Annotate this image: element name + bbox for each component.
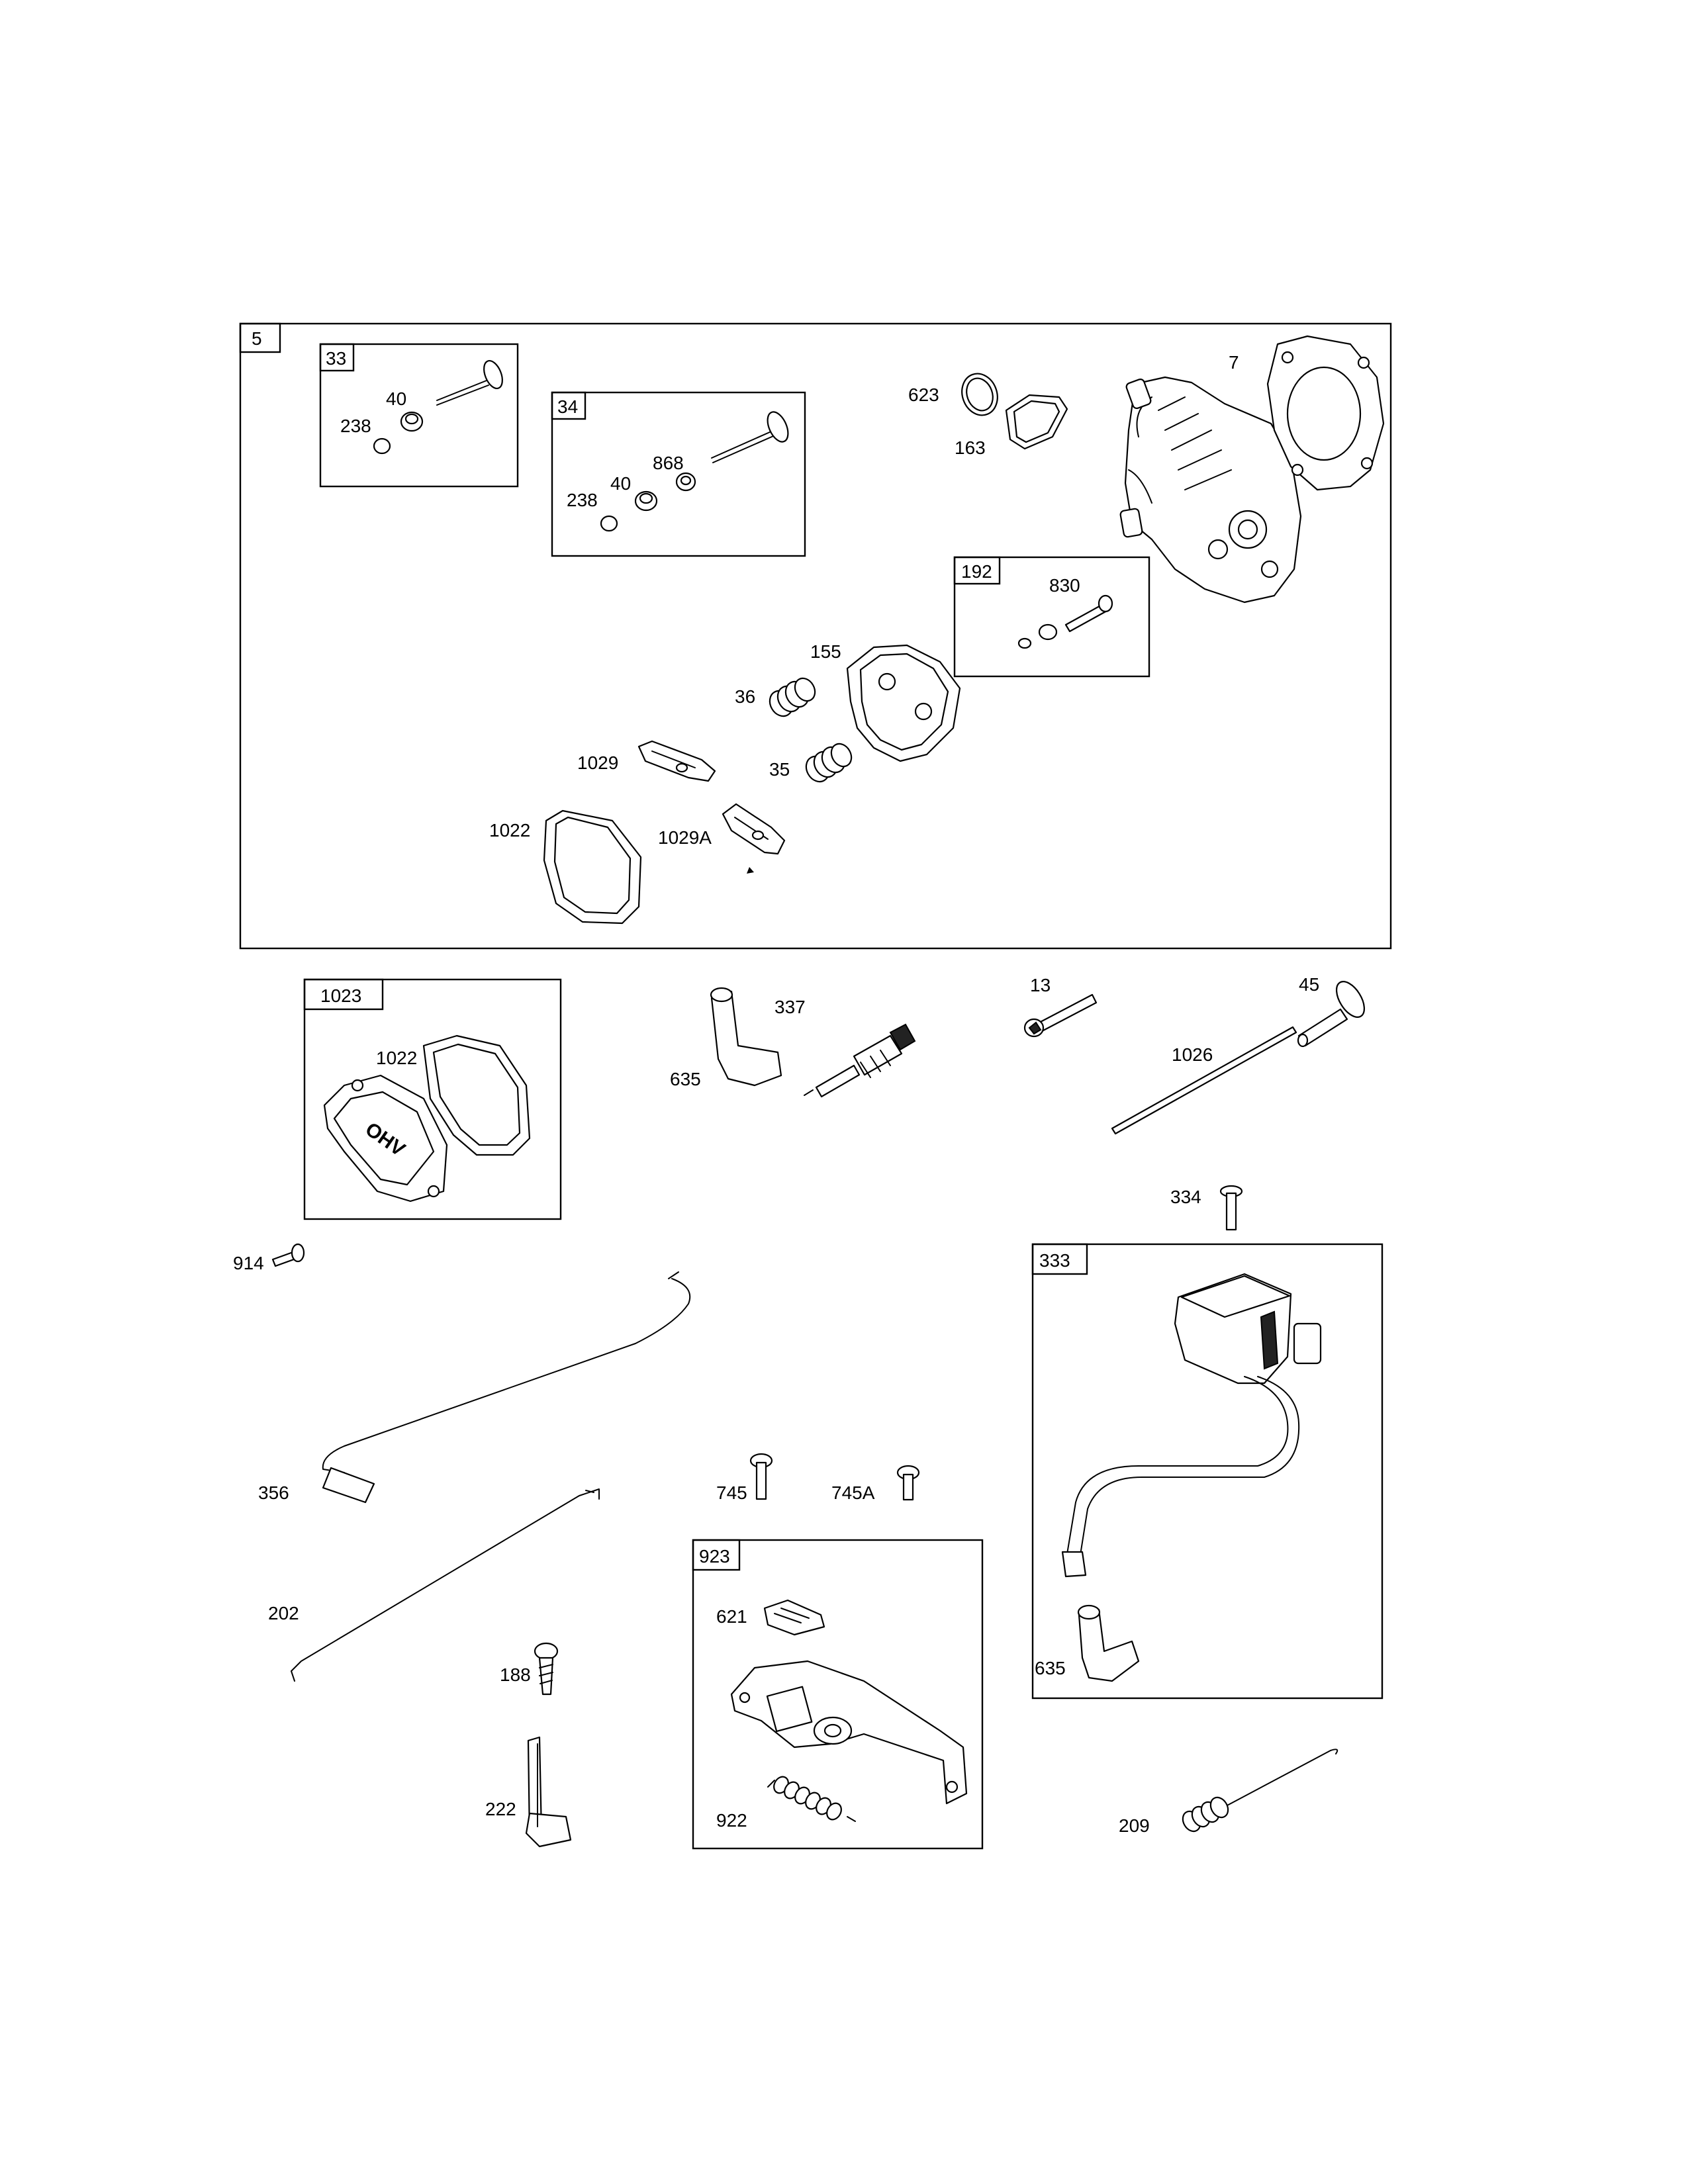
ground-wire-356 — [322, 1271, 691, 1504]
cover-gasket-1022 — [543, 809, 642, 925]
retainer-238b — [600, 515, 618, 532]
callout-36: 36 — [735, 686, 755, 707]
rocker-arm-1029 — [637, 740, 716, 782]
callout-621: 621 — [716, 1606, 747, 1627]
callout-45: 45 — [1299, 974, 1319, 995]
callout-222: 222 — [485, 1799, 516, 1819]
rocker-arm-1029a — [722, 803, 786, 855]
box-1023-label: 1023 — [320, 985, 361, 1006]
callout-188: 188 — [500, 1664, 531, 1685]
callout-155: 155 — [810, 641, 841, 662]
bracket-222 — [525, 1736, 572, 1848]
box-923-label: 923 — [699, 1546, 730, 1567]
spring-35 — [805, 743, 853, 783]
spring-36 — [769, 677, 816, 717]
clip-621 — [763, 1599, 825, 1636]
adjuster-830 — [1017, 594, 1113, 649]
callout-745: 745 — [716, 1482, 747, 1503]
plug-boot-635 — [710, 987, 782, 1087]
callout-35: 35 — [769, 759, 790, 780]
o-ring-623 — [961, 373, 998, 416]
callout-33-40: 40 — [386, 388, 406, 409]
box-1023: 1023 — [303, 978, 562, 1220]
callout-13: 13 — [1030, 975, 1051, 995]
callout-830: 830 — [1049, 575, 1080, 596]
head-gasket-7 — [1266, 335, 1385, 491]
push-rod-1026 — [1111, 1026, 1297, 1135]
callout-635: 635 — [670, 1069, 701, 1089]
callout-34-40: 40 — [610, 473, 631, 494]
callout-356: 356 — [258, 1482, 289, 1503]
bolt-745 — [749, 1453, 773, 1500]
exhaust-valve-33 — [436, 360, 503, 406]
callout-333-635: 635 — [1035, 1658, 1066, 1678]
callout-914: 914 — [233, 1253, 264, 1273]
callout-34-238: 238 — [567, 490, 598, 510]
cylinder-head-7 — [1119, 376, 1302, 604]
box-5: 5 — [239, 322, 1392, 950]
callout-1022: 1022 — [489, 820, 530, 841]
valve-cover-gasket-1022 — [422, 1034, 531, 1156]
governor-link-202 — [291, 1488, 600, 1682]
bolt-13 — [1023, 993, 1098, 1038]
callout-1023-1022: 1022 — [376, 1048, 417, 1068]
spark-plug-337 — [804, 1023, 916, 1098]
box-192-label: 192 — [961, 561, 992, 582]
callout-337: 337 — [774, 997, 806, 1017]
callout-745a: 745A — [831, 1482, 875, 1503]
governor-spring-209 — [1182, 1749, 1338, 1833]
rocker-box-155 — [846, 644, 961, 762]
box-34: 34 — [551, 391, 806, 557]
callout-1029: 1029 — [577, 752, 618, 773]
callout-1029a: 1029A — [658, 827, 712, 848]
spring-922 — [767, 1776, 856, 1822]
small-mark — [747, 867, 754, 874]
control-bracket-923 — [730, 1660, 968, 1805]
callout-209: 209 — [1119, 1815, 1150, 1836]
gasket-163 — [1005, 394, 1068, 450]
screw-334 — [1219, 1185, 1243, 1231]
retainer-238a — [373, 437, 391, 455]
callout-7: 7 — [1229, 352, 1239, 373]
callout-163: 163 — [955, 437, 986, 458]
valve-cover-1023: OHV — [323, 1074, 448, 1203]
box-5-label: 5 — [252, 328, 262, 349]
ignition-armature-333 — [1061, 1273, 1322, 1578]
box-33-label: 33 — [326, 348, 346, 369]
screw-188 — [534, 1642, 559, 1696]
callout-34-868: 868 — [653, 453, 684, 473]
callout-1026: 1026 — [1172, 1044, 1213, 1065]
intake-valve-34 — [711, 411, 789, 463]
callout-922: 922 — [716, 1810, 747, 1831]
plug-boot-635b — [1077, 1604, 1140, 1682]
screw-914 — [271, 1243, 305, 1267]
callout-334: 334 — [1170, 1187, 1201, 1207]
box-333: 333 — [1031, 1243, 1383, 1700]
callout-623: 623 — [908, 385, 939, 405]
callout-33-238: 238 — [340, 416, 371, 436]
box-923: 923 — [692, 1539, 984, 1850]
callout-202: 202 — [268, 1603, 299, 1623]
box-33: 33 — [319, 343, 519, 488]
pin-45 — [1297, 981, 1366, 1048]
valve-seal-40a — [400, 411, 424, 432]
box-333-label: 333 — [1039, 1250, 1070, 1271]
box-192: 192 — [953, 556, 1150, 678]
bolt-745a — [896, 1465, 920, 1501]
valve-guide-868 — [675, 472, 696, 492]
box-34-label: 34 — [557, 396, 578, 417]
valve-seal-40b — [634, 490, 658, 512]
